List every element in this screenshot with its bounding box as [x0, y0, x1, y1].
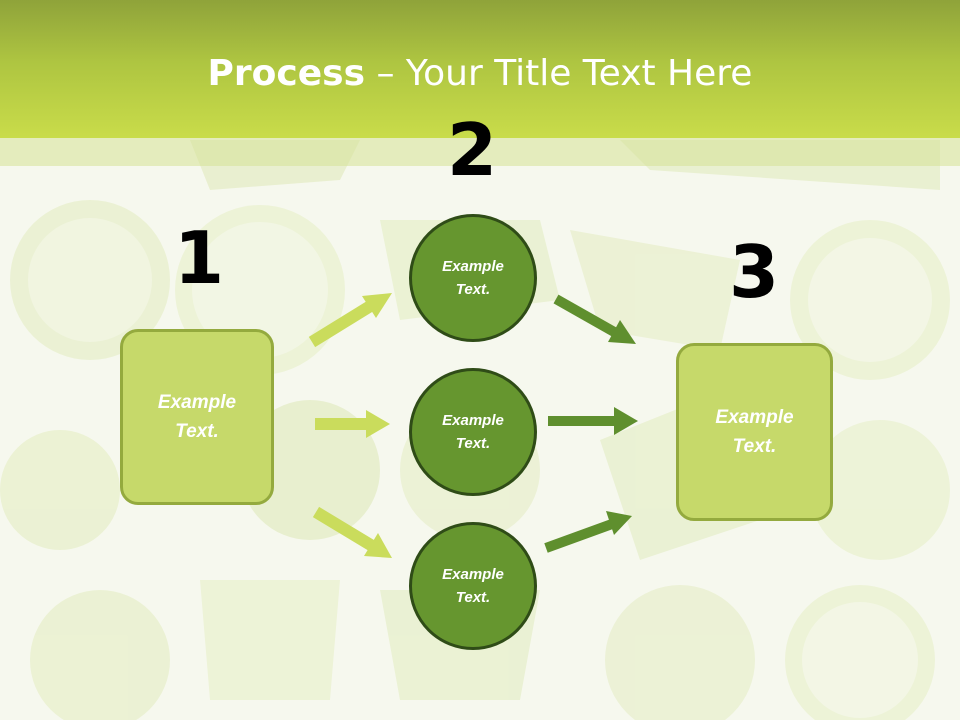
- step-3-text: Example Text.: [715, 407, 794, 457]
- step-2-circle-bottom: Example Text.: [409, 522, 537, 650]
- title-bar-band: [0, 138, 960, 166]
- step-2-bottom-text: Example Text.: [442, 566, 504, 606]
- page-title: Process – Your Title Text Here: [0, 52, 960, 96]
- step-number-1: 1: [173, 216, 225, 300]
- step-1-box: Example Text.: [120, 329, 274, 505]
- step-2-circle-top: Example Text.: [409, 214, 537, 342]
- step-number-3: 3: [728, 230, 780, 314]
- step-number-2: 2: [446, 108, 498, 192]
- title-bold-part: Process: [207, 53, 366, 94]
- step-2-circle-middle: Example Text.: [409, 368, 537, 496]
- step-3-box: Example Text.: [676, 343, 833, 521]
- step-2-middle-text: Example Text.: [442, 412, 504, 452]
- title-bar: [0, 0, 960, 138]
- step-2-top-text: Example Text.: [442, 258, 504, 298]
- title-rest-part: – Your Title Text Here: [365, 53, 753, 94]
- step-1-text: Example Text.: [157, 392, 237, 442]
